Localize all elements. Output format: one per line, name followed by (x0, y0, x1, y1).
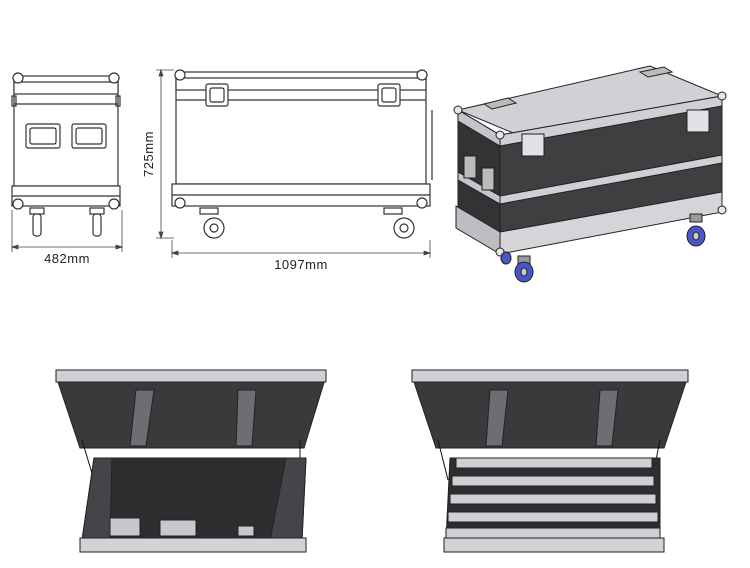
side-view-drawing (11, 72, 121, 237)
height-dimension-label: 725mm (141, 131, 156, 177)
width-dimension-line (10, 210, 124, 252)
height-dimension-line (156, 68, 174, 240)
length-dimension-label: 1097mm (274, 257, 328, 272)
open-case-with-panels (411, 369, 689, 553)
length-dimension-line (170, 240, 432, 258)
width-dimension-label: 482mm (44, 251, 90, 266)
front-view-drawing (171, 69, 433, 239)
open-case-empty (55, 369, 327, 553)
isometric-case-render (453, 65, 727, 257)
caster-wheels (500, 213, 706, 283)
